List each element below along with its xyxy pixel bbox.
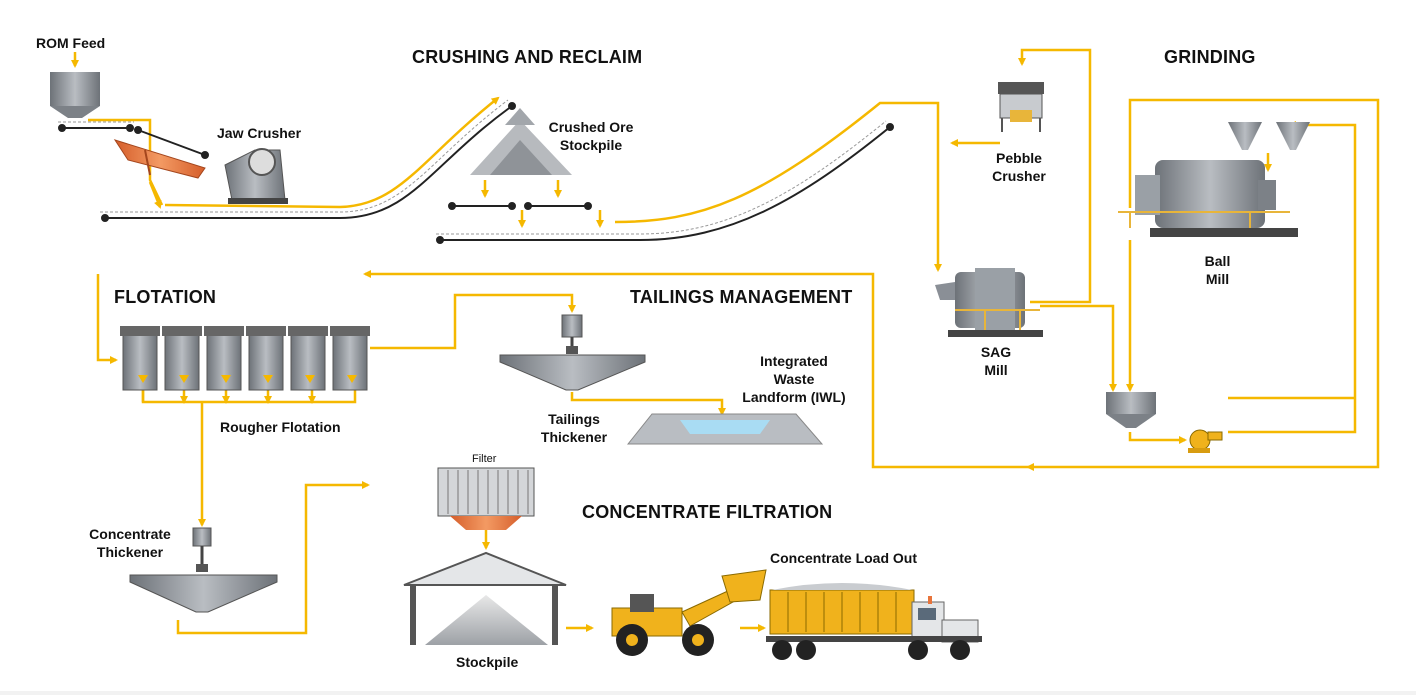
label-pebble-crusher: Pebble Crusher — [988, 149, 1050, 185]
label-line: Mill — [1205, 271, 1230, 287]
crushed-ore-stockpile — [470, 108, 572, 175]
rom-hopper — [50, 72, 100, 118]
title-filtration: CONCENTRATE FILTRATION — [582, 502, 833, 522]
label-line: Stockpile — [559, 137, 623, 153]
title-flotation: FLOTATION — [114, 287, 217, 307]
wheel-loader — [611, 569, 767, 656]
flotation-cell — [162, 326, 202, 391]
conveyors — [58, 99, 894, 244]
rougher-flotation-cells — [120, 326, 370, 391]
vibrating-feeder — [113, 139, 206, 179]
conveyor-rom — [58, 121, 134, 132]
label-tailings-thickener: Tailings Thickener — [536, 410, 612, 446]
label-crushed-ore-stockpile: Crushed Ore Stockpile — [546, 118, 636, 154]
label-line: Mill — [984, 362, 1008, 378]
label-filter: Filter — [472, 453, 497, 465]
flotation-cell — [204, 326, 244, 391]
label-line: SAG — [980, 344, 1012, 360]
title-grinding: GRINDING — [1164, 47, 1256, 67]
conveyor-jaw — [134, 126, 209, 159]
tailings-thickener — [499, 314, 646, 391]
label-line: Tailings — [548, 411, 600, 427]
label-line: Concentrate — [89, 526, 171, 542]
title-crushing: CRUSHING AND RECLAIM — [412, 47, 643, 67]
title-tailings: TAILINGS MANAGEMENT — [630, 287, 853, 307]
label-concentrate-load-out: Concentrate Load Out — [770, 550, 918, 566]
ball-mill — [1118, 160, 1298, 237]
label-line: Waste — [773, 371, 815, 387]
label-stockpile: Stockpile — [456, 654, 519, 670]
flotation-cell — [246, 326, 286, 391]
concentrate-thickener — [129, 527, 278, 613]
label-line: Landform (IWL) — [742, 389, 846, 405]
conveyor-long-1 — [100, 99, 516, 222]
filter-press — [437, 467, 535, 530]
conveyor-reclaim — [448, 202, 592, 210]
label-rougher-flotation: Rougher Flotation — [220, 419, 341, 435]
label-line: Integrated — [760, 353, 828, 369]
label-line: Thickener — [96, 544, 164, 560]
label-line: Crushed Ore — [548, 119, 634, 135]
flotation-cell — [330, 326, 370, 391]
iwl-landform — [626, 413, 824, 445]
bottom-rule — [0, 691, 1416, 695]
label-jaw-crusher: Jaw Crusher — [217, 125, 302, 141]
flotation-cell — [120, 326, 160, 391]
label-iwl: Integrated Waste Landform (IWL) — [738, 352, 850, 406]
pebble-crusher — [998, 82, 1044, 132]
conveyor-long-2 — [436, 120, 894, 244]
mill-discharge-hopper — [1106, 392, 1156, 428]
flow-lines — [71, 48, 1380, 635]
flotation-cell — [288, 326, 328, 391]
haul-truck — [766, 583, 982, 660]
label-rom-feed: ROM Feed — [36, 35, 106, 51]
label-line: Ball — [1204, 253, 1231, 269]
label-line: Thickener — [540, 429, 608, 445]
sag-mill — [935, 268, 1043, 337]
label-ball-mill: Ball Mill — [1195, 252, 1240, 288]
cyclones — [1228, 122, 1310, 150]
label-line: Pebble — [996, 150, 1042, 166]
slurry-pump — [1188, 429, 1223, 453]
label-line: Crusher — [992, 168, 1046, 184]
stockpile-shed — [403, 551, 567, 645]
label-concentrate-thickener: Concentrate Thickener — [82, 525, 178, 561]
label-sag-mill: SAG Mill — [974, 343, 1018, 379]
jaw-crusher — [224, 148, 288, 204]
